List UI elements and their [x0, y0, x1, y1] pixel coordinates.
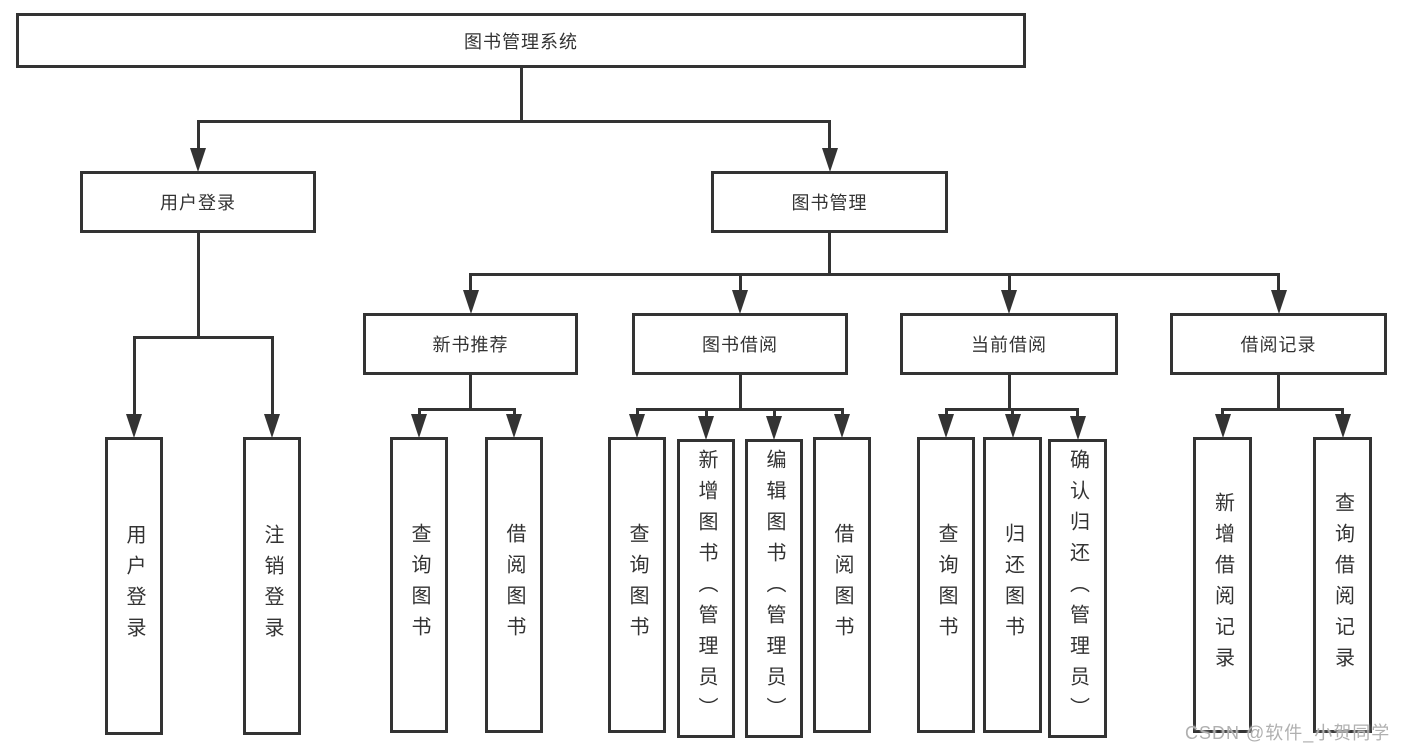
connector-line	[635, 408, 639, 417]
arrowhead-down-icon	[629, 414, 645, 438]
node-label: 用户登录	[123, 524, 145, 648]
connector-line	[417, 408, 516, 411]
connector-line	[1007, 273, 1011, 293]
connector-line	[704, 408, 708, 419]
arrowhead-down-icon	[190, 148, 206, 172]
node-label: 注销登录	[261, 524, 283, 648]
arrowhead-down-icon	[1004, 414, 1021, 438]
arrowhead-down-icon	[506, 414, 522, 438]
node-label: 图书借阅	[702, 335, 778, 355]
connector-line	[519, 68, 523, 123]
node-label: 借阅图书	[503, 523, 525, 647]
diagram-node-user-login: 用户登录	[80, 171, 316, 233]
connector-line	[1011, 408, 1014, 417]
connector-line	[1221, 408, 1224, 417]
connector-line	[828, 233, 831, 276]
connector-line	[469, 273, 1280, 276]
connector-line	[1076, 408, 1079, 419]
node-label: 编辑图书（管理员）	[763, 449, 785, 728]
node-label: 当前借阅	[971, 335, 1047, 355]
arrowhead-down-icon	[1001, 290, 1017, 314]
diagram-node-leaf-br-query: 查询借阅记录	[1313, 437, 1372, 733]
connector-line	[840, 408, 844, 417]
connector-line	[132, 336, 274, 339]
node-label: 归还图书	[1001, 523, 1024, 647]
node-label: 图书管理系统	[464, 31, 578, 52]
diagram-node-leaf-cb-query: 查询图书	[917, 437, 975, 733]
arrowhead-down-icon	[1270, 290, 1287, 314]
arrowhead-down-icon	[462, 290, 479, 314]
connector-line	[1277, 375, 1280, 411]
node-label: 新增图书（管理员）	[695, 449, 717, 728]
connector-line	[512, 408, 516, 417]
connector-line	[1221, 408, 1344, 411]
arrowhead-down-icon	[698, 416, 714, 440]
arrowhead-down-icon	[834, 414, 850, 438]
connector-line	[1277, 273, 1280, 293]
arrowhead-down-icon	[1214, 414, 1231, 438]
arrowhead-down-icon	[938, 414, 954, 438]
diagram-node-leaf-bb-query: 查询图书	[608, 437, 666, 733]
connector-line	[469, 273, 472, 293]
connector-line	[635, 408, 844, 411]
connector-line	[738, 375, 742, 411]
diagram-node-leaf-bb-borrow: 借阅图书	[813, 437, 871, 733]
connector-line	[132, 336, 136, 417]
node-label: 查询图书	[408, 523, 430, 647]
arrowhead-down-icon	[1069, 416, 1086, 440]
arrowhead-down-icon	[264, 414, 280, 438]
node-label: 用户登录	[160, 193, 236, 213]
node-label: 查询图书	[626, 523, 648, 647]
node-label: 图书管理	[791, 193, 868, 213]
diagram-node-leaf-br-add: 新增借阅记录	[1193, 437, 1252, 733]
diagram-node-leaf-cb-return: 归还图书	[983, 437, 1042, 733]
connector-line	[196, 120, 200, 151]
node-label: 新书推荐	[432, 335, 509, 355]
diagram-node-leaf-nbr-borrow: 借阅图书	[485, 437, 543, 733]
diagram-node-leaf-bb-add: 新增图书（管理员）	[677, 439, 735, 738]
node-label: 新增借阅记录	[1211, 492, 1234, 678]
diagram-node-root: 图书管理系统	[16, 13, 1026, 68]
diagram-node-leaf-nbr-query: 查询图书	[390, 437, 448, 733]
arrowhead-down-icon	[1334, 414, 1351, 438]
arrowhead-down-icon	[766, 416, 782, 440]
connector-line	[196, 120, 831, 123]
connector-line	[828, 120, 831, 151]
diagram-node-leaf-logout: 注销登录	[243, 437, 301, 735]
diagram-node-book-mgmt: 图书管理	[711, 171, 948, 233]
diagram-node-new-book-rec: 新书推荐	[363, 313, 578, 375]
node-label: 查询图书	[935, 523, 957, 647]
connector-line	[270, 336, 274, 417]
diagram-node-leaf-user-login: 用户登录	[105, 437, 163, 735]
node-label: 借阅图书	[831, 523, 853, 647]
diagram-node-book-borrow: 图书借阅	[632, 313, 848, 375]
diagram-node-leaf-bb-edit: 编辑图书（管理员）	[745, 439, 803, 738]
connector-line	[1007, 375, 1011, 411]
arrowhead-down-icon	[732, 290, 748, 314]
connector-line	[738, 273, 742, 293]
connector-line	[469, 375, 472, 411]
node-label: 查询借阅记录	[1331, 492, 1354, 678]
diagram-node-current-borrow: 当前借阅	[900, 313, 1118, 375]
watermark: CSDN @软件_小贺同学	[1185, 723, 1391, 743]
connector-line	[944, 408, 948, 417]
node-label: 借阅记录	[1240, 335, 1317, 355]
connector-line	[417, 408, 421, 417]
diagram-node-borrow-records: 借阅记录	[1170, 313, 1387, 375]
connector-line	[1341, 408, 1344, 417]
arrowhead-down-icon	[411, 414, 427, 438]
arrowhead-down-icon	[126, 414, 142, 438]
connector-line	[196, 233, 200, 339]
arrowhead-down-icon	[821, 148, 838, 172]
connector-line	[772, 408, 776, 419]
node-label: 确认归还（管理员）	[1066, 449, 1089, 728]
diagram-node-leaf-cb-confirm: 确认归还（管理员）	[1048, 439, 1107, 738]
